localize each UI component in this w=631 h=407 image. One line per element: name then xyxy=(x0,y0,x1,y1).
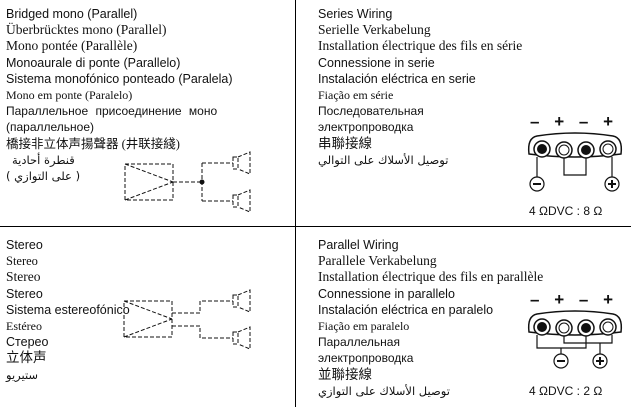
label-zh: 橋接非立体声揚聲器 (井联接綫) xyxy=(6,136,180,151)
label-es: Instalación eléctrica en paralelo xyxy=(318,302,494,317)
terminal-polarity-labels: – + – + xyxy=(530,112,613,132)
impedance-label: 4 ΩDVC : 2 Ω xyxy=(529,384,603,398)
terminal-plus: + xyxy=(554,290,565,309)
label-en: Series Wiring xyxy=(318,7,393,21)
label-it: Monoaurale di ponte (Parallelo) xyxy=(6,55,181,70)
label-pt: Mono em ponte (Paralelo) xyxy=(6,87,133,102)
terminal-minus: – xyxy=(578,290,589,309)
speaker-icon xyxy=(232,151,251,175)
parallel-wiring-section: Parallel Wiring Parallele Verkabelung In… xyxy=(318,237,543,399)
label-fr: Stereo xyxy=(6,269,41,285)
label-ru-2: электропроводка xyxy=(318,351,414,366)
label-es: Instalación eléctrica en serie xyxy=(318,71,476,86)
label-ru: Параллельная xyxy=(318,335,400,350)
label-fr: Installation électrique des fils en para… xyxy=(318,269,544,285)
series-wiring-section: Series Wiring Serielle Verkabelung Insta… xyxy=(318,6,522,168)
label-pt: Estéreo xyxy=(6,318,42,333)
speaker-icon xyxy=(232,189,251,213)
amplifier-icon xyxy=(123,300,173,338)
label-ar: قنطرة أحادية xyxy=(12,152,75,167)
label-it: Connessione in serie xyxy=(318,55,435,70)
label-ru: Последовательная xyxy=(318,104,424,119)
vertical-divider xyxy=(295,0,296,407)
label-fr: Installation électrique des fils en séri… xyxy=(318,38,523,54)
label-pt: Fiação em série xyxy=(318,87,394,102)
terminal-minus: – xyxy=(578,112,589,131)
label-es: Sistema estereofónico xyxy=(6,302,130,317)
terminal-plus: + xyxy=(603,290,614,309)
terminal-polarity-labels: – + – + xyxy=(530,290,613,310)
stereo-section: Stereo Stereo Stereo Stereo Sistema este… xyxy=(6,237,130,383)
label-de: Stereo xyxy=(6,254,38,269)
bridged-diagram xyxy=(124,151,251,213)
label-ar: توصيل الأسلاك على التوالي xyxy=(318,152,449,167)
stereo-diagram xyxy=(123,289,251,350)
terminal-minus: – xyxy=(530,290,540,309)
label-ru-2: электропроводка xyxy=(318,120,414,135)
label-ru-2: (параллельное) xyxy=(6,120,95,135)
label-it: Stereo xyxy=(6,286,43,301)
terminal-plus: + xyxy=(554,112,565,131)
label-zh: 並聯接線 xyxy=(318,366,372,382)
series-terminal-diagram xyxy=(527,132,623,192)
speaker-icon xyxy=(232,289,251,313)
label-zh: 串聯接線 xyxy=(318,135,372,151)
horizontal-divider xyxy=(0,226,631,227)
parallel-terminal-diagram xyxy=(527,310,623,369)
label-zh: 立体声 xyxy=(6,350,47,366)
label-pt: Fiação em paralelo xyxy=(318,318,410,333)
label-ru: Параллельное присоединение моно xyxy=(6,104,218,119)
terminal-plus: + xyxy=(603,112,614,131)
label-en: Bridged mono (Parallel) xyxy=(6,7,138,21)
speaker-icon xyxy=(232,326,251,350)
amplifier-icon xyxy=(124,163,174,201)
impedance-label: 4 ΩDVC : 8 Ω xyxy=(529,204,603,218)
label-fr: Mono pontée (Parallèle) xyxy=(6,38,138,54)
label-de: Überbrücktes mono (Parallel) xyxy=(6,22,167,38)
label-en: Parallel Wiring xyxy=(318,238,399,252)
label-ar-2: ( على التوازي ) xyxy=(6,168,81,183)
label-ru: Стерео xyxy=(6,335,49,350)
label-de: Serielle Verkabelung xyxy=(318,22,431,38)
label-ar: ستيريو xyxy=(6,367,39,382)
label-it: Connessione in parallelo xyxy=(318,286,455,301)
label-es: Sistema monofónico ponteado (Paralela) xyxy=(6,71,233,86)
label-de: Parallele Verkabelung xyxy=(318,253,437,269)
bridged-mono-section: Bridged mono (Parallel) Überbrücktes mon… xyxy=(6,6,233,184)
label-en: Stereo xyxy=(6,238,43,252)
terminal-minus: – xyxy=(530,112,540,131)
label-ar: توصيل الأسلاك على التوازي xyxy=(318,383,450,398)
